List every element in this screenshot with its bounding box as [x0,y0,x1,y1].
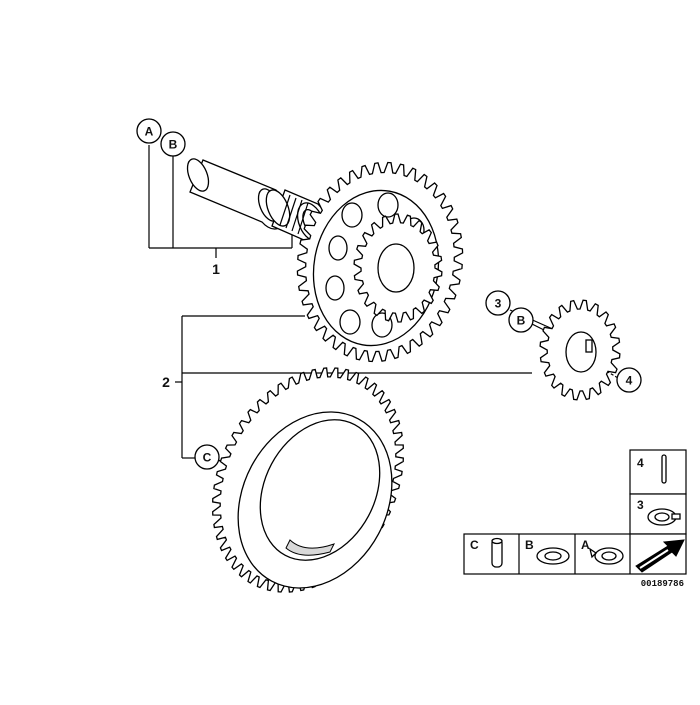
svg-text:3: 3 [495,297,502,311]
callout-C: C [194,444,220,470]
arrow-icon [635,539,685,573]
svg-text:A: A [581,538,590,552]
bracket-item-1 [148,145,293,258]
svg-text:B: B [525,538,534,552]
svg-text:C: C [203,451,212,465]
callout-B: B [160,131,186,157]
svg-text:4: 4 [626,374,633,388]
legend-cell-C: C [470,537,503,568]
legend-cell-3: 3 [637,498,681,526]
svg-text:4: 4 [637,456,644,470]
legend-table: 4 3 C B [463,449,687,575]
dowel-icon [491,537,503,568]
legend-cell-B: B [525,538,570,565]
ring-gear-part [212,367,404,593]
part-code: 00189786 [641,579,684,589]
reference-number-2: 2 [162,374,170,390]
reference-number-1: 1 [212,261,220,277]
lock-washer-icon [647,508,681,526]
svg-text:B: B [169,138,178,152]
tab-washer-icon [588,547,624,565]
large-gear-part [296,161,464,363]
small-gear-part [539,299,621,401]
svg-text:A: A [145,125,154,139]
callout-4: 4 [616,367,642,393]
pin-icon [661,454,667,484]
svg-text:3: 3 [637,498,644,512]
callout-A: A [136,118,162,144]
washer-icon [536,547,570,565]
callout-B-small-gear: B [508,307,534,333]
svg-text:B: B [517,314,526,328]
legend-cell-4: 4 [637,454,667,484]
legend-cell-A: A [581,538,624,565]
svg-text:C: C [470,538,479,552]
callout-3: 3 [485,290,511,316]
